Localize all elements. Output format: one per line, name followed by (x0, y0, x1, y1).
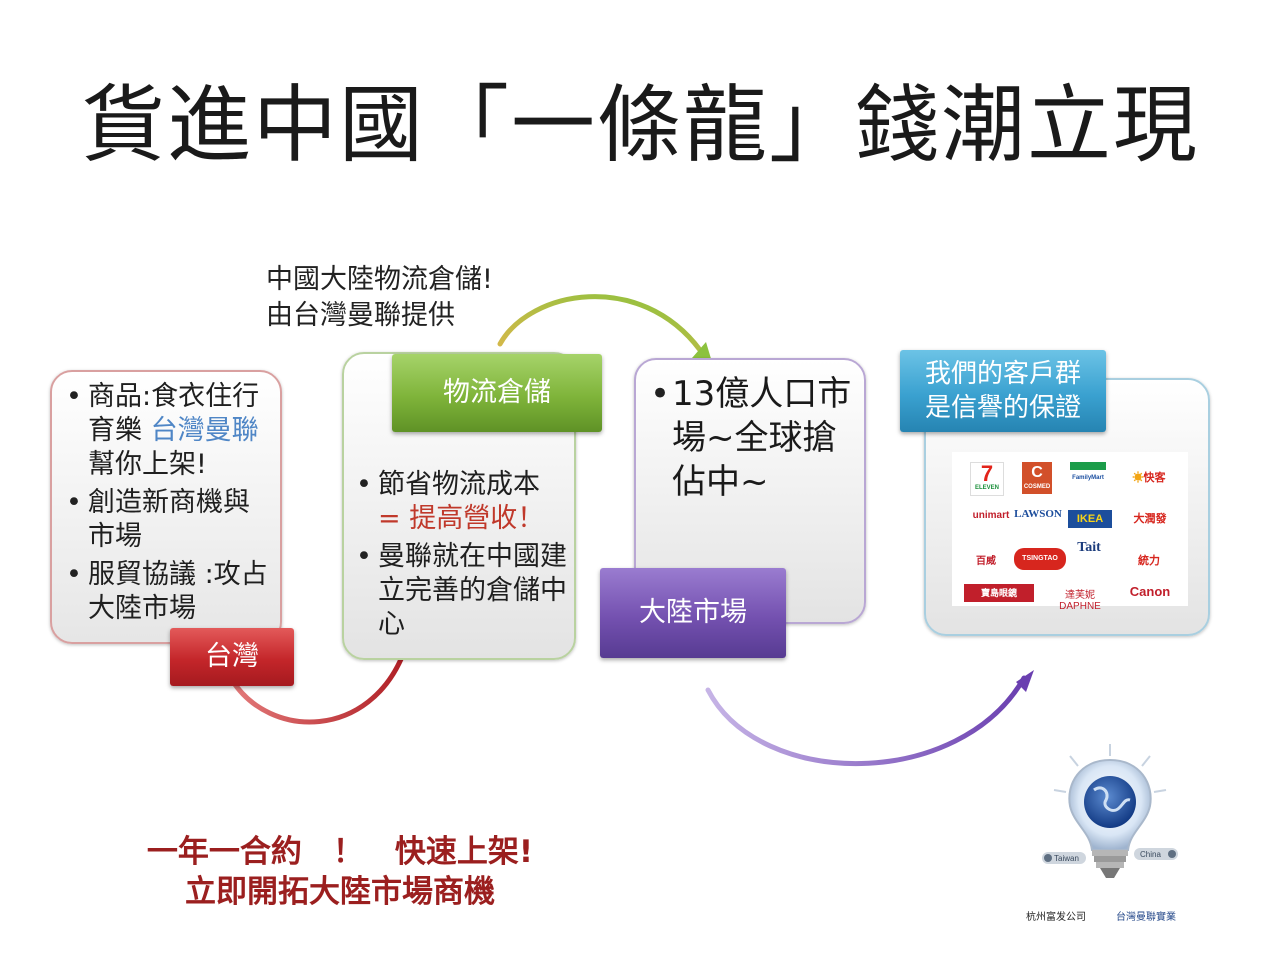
bulb-label-taiwan: Taiwan (1054, 854, 1079, 863)
logistics-bullet-1: 節省物流成本= 提高營收！ (352, 468, 572, 536)
arrow-purple (705, 675, 1027, 766)
logo-ikea: IKEA (1068, 510, 1112, 528)
logo-kuaike: ☀快客 (1132, 472, 1166, 484)
clients-tag-line-1: 我們的客戶群 (924, 359, 1081, 389)
client-logo-grid: 7 ELEVEN C COSMED FamilyMart ☀快客 unimart… (952, 452, 1188, 612)
note-line-1: 中國大陸物流倉儲! (266, 264, 493, 295)
logo-tait: Tait (1077, 540, 1101, 555)
taiwan-bullet-1-text: 商品:食衣住行育樂 (88, 381, 260, 446)
logo-canon: Canon (1129, 584, 1171, 599)
note-line-2: 由台灣曼聯提供 (266, 300, 455, 331)
china-tag: 大陸市場 (600, 568, 786, 658)
arrow-purple-head (1016, 670, 1034, 692)
logistics-note: 中國大陸物流倉儲! 由台灣曼聯提供 (266, 262, 493, 334)
revenue-highlight: = 提高營收 (378, 503, 518, 534)
taiwan-tag: 台灣 (170, 628, 294, 686)
company-name-hangzhou: 杭州富发公司 (1026, 912, 1086, 923)
logo-familymart: FamilyMart (1070, 462, 1106, 492)
taiwan-bullets: 商品:食衣住行育樂 台灣曼聯幫你上架! 創造新商機與市場 服貿協議 :攻占大陸市… (62, 380, 276, 630)
clients-tag-line-2: 是信譽的保證 (924, 393, 1081, 423)
logistics-tag: 物流倉儲 (392, 354, 602, 432)
logo-rt-mart: 大潤發 (1133, 513, 1167, 525)
logo-seven-eleven: 7 ELEVEN (970, 462, 1004, 496)
logo-tongli: 統力 (1138, 555, 1160, 567)
logo-budweiser: 百威 (976, 556, 996, 567)
logistics-bullet-2: 曼聯就在中國建立完善的倉儲中心 (352, 540, 572, 642)
arrow-green (497, 294, 703, 353)
logo-cosmed: C COSMED (1022, 462, 1052, 494)
china-bullet-1: 13億人口市場~全球搶佔中~ (646, 372, 860, 504)
china-bullets: 13億人口市場~全球搶佔中~ (646, 372, 860, 504)
arrow-red (229, 649, 407, 725)
lightbulb-globe-icon: Taiwan China (1042, 744, 1178, 878)
company-name-manlian: 台灣曼聯實業 (1116, 912, 1176, 923)
slogan: 一年一合約 ！ 快速上架! 立即開拓大陸市場商機 (0, 832, 680, 912)
taiwan-bullet-2: 創造新商機與市場 (62, 486, 276, 554)
arrow-green-head (692, 342, 712, 362)
clients-tag: 我們的客戶群 是信譽的保證 (900, 350, 1106, 432)
logo-baodao: 寶島眼鏡 (964, 584, 1034, 602)
logo-unimart: unimart (972, 510, 1010, 521)
logistics-bullet-1-text: 節省物流成本 (378, 469, 540, 500)
slide-title: 貨進中國「一條龍」錢潮立現 (80, 76, 1199, 174)
slogan-line-1: 一年一合約 ！ 快速上架! (146, 834, 534, 870)
logo-tsingtao: TSINGTAO (1014, 548, 1066, 570)
slogan-line-2: 立即開拓大陸市場商機 (185, 874, 495, 910)
taiwan-bullet-1-tail: 幫你上架! (88, 449, 207, 480)
brand-highlight: 台灣曼聯 (150, 415, 259, 446)
revenue-exclaim: ！ (517, 503, 545, 534)
logo-daphne: 達芙妮 DAPHNE (1059, 590, 1101, 612)
taiwan-bullet-1: 商品:食衣住行育樂 台灣曼聯幫你上架! (62, 380, 276, 482)
logistics-bullets: 節省物流成本= 提高營收！ 曼聯就在中國建立完善的倉儲中心 (352, 468, 572, 646)
bulb-label-china: China (1140, 850, 1161, 859)
logo-lawson: LAWSON (1014, 508, 1062, 520)
taiwan-bullet-3: 服貿協議 :攻占大陸市場 (62, 558, 276, 626)
